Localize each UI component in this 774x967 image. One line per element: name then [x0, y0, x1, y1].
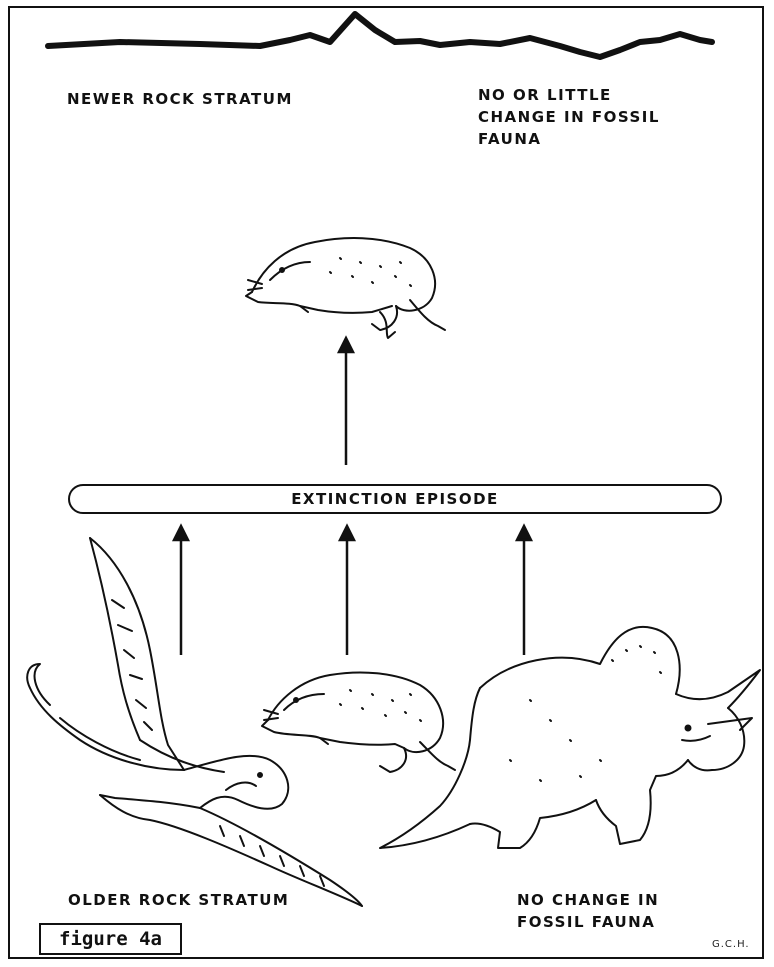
figure-caption-box: figure 4a	[39, 923, 182, 955]
bottom-fauna-change-line-1: NO CHANGE IN	[517, 889, 659, 911]
bottom-fauna-change-line-2: FOSSIL FAUNA	[517, 911, 659, 933]
figure-caption: figure 4a	[59, 928, 162, 950]
top-fauna-change-label: NO OR LITTLE CHANGE IN FOSSIL FAUNA	[478, 84, 660, 150]
rock-stratum-line	[48, 14, 712, 57]
extinction-episode-bar: EXTINCTION EPISODE	[68, 484, 722, 514]
bottom-fauna-change-label: NO CHANGE IN FOSSIL FAUNA	[517, 889, 659, 933]
artist-credit: G.C.H.	[712, 939, 750, 950]
small-mammal-icon	[246, 238, 445, 338]
newer-rock-stratum-label: NEWER ROCK STRATUM	[67, 88, 293, 110]
top-fauna-change-line-1: NO OR LITTLE	[478, 84, 660, 106]
triceratops-icon	[380, 627, 760, 848]
older-rock-stratum-label: OLDER ROCK STRATUM	[68, 889, 289, 911]
pterosaur-icon	[27, 538, 362, 906]
top-fauna-change-line-2: CHANGE IN FOSSIL	[478, 106, 660, 128]
arrow-up-top	[339, 338, 353, 465]
extinction-episode-label: EXTINCTION EPISODE	[291, 490, 499, 508]
top-fauna-change-line-3: FAUNA	[478, 128, 660, 150]
arrow-up-left	[174, 526, 188, 655]
arrow-up-middle	[340, 526, 354, 655]
small-mammal-icon	[262, 672, 455, 772]
arrow-up-right	[517, 526, 531, 655]
